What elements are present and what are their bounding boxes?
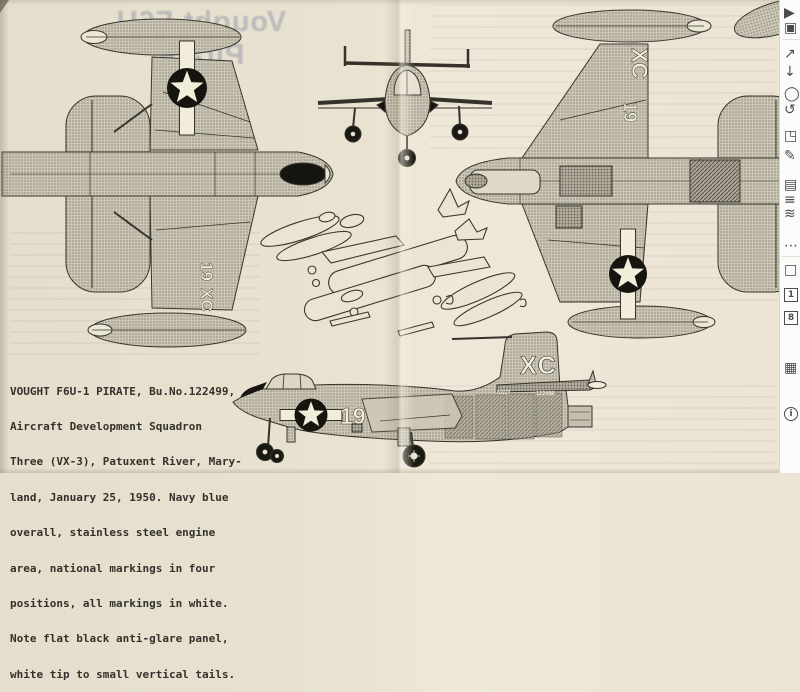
bu-number: 122499	[536, 391, 554, 397]
left-wing-number: 19	[197, 262, 216, 281]
frame-icon[interactable]: ▤	[784, 177, 798, 193]
draw-icon[interactable]: ✎	[784, 148, 796, 164]
adjust-icon[interactable]: ≡	[784, 192, 796, 208]
front-view-drawing	[317, 29, 493, 167]
caption-line: Three (VX-3), Patuxent River, Mary-	[10, 455, 242, 469]
page-eight-icon[interactable]: 8	[784, 311, 798, 325]
caption-line: land, January 25, 1950. Navy blue	[10, 490, 229, 504]
right-wing-code: XC	[627, 48, 652, 79]
caption-line: positions, all markings in white.	[10, 596, 229, 610]
video-icon[interactable]: ▶	[784, 5, 795, 21]
insignia-top-view	[167, 40, 207, 136]
caption-line: Note flat black anti-glare panel,	[10, 632, 229, 646]
crop-icon[interactable]: ◳	[784, 128, 798, 144]
page-one-icon[interactable]: 1	[784, 288, 798, 302]
side-view-drawing: XC NAVY 122499 19	[232, 331, 607, 468]
caption-line: overall, stainless steel engine	[10, 526, 216, 540]
insignia-side-view	[279, 398, 343, 432]
page-corner-mark	[0, 0, 9, 13]
navy-label: NAVY	[497, 390, 511, 396]
left-wing-code: XC	[197, 288, 216, 312]
selection-icon[interactable]: ◯	[784, 86, 800, 102]
save-icon[interactable]: ↓	[784, 64, 796, 80]
top-view-drawing: 19 XC	[0, 18, 334, 348]
bottom-view-drawing: XC 19	[455, 0, 800, 339]
camera-icon[interactable]: ▣	[784, 20, 798, 36]
caption-line: Aircraft Development Squadron	[10, 419, 203, 433]
square-icon[interactable]: □	[784, 262, 798, 278]
image-icon[interactable]: ▦	[784, 360, 798, 376]
page-edge-left	[0, 0, 9, 473]
caption-line: white tip to small vertical tails.	[10, 667, 236, 681]
photo-viewer-toolbar: ▶ ▣ ↗ ↓ ◯ ↺ ◳ ✎ ▤ ≡ ≋ ⋯ □ 1 8 ▦ i	[779, 0, 800, 473]
caption-line: VOUGHT F6U-1 PIRATE, Bu.No.122499,	[10, 384, 236, 398]
right-wing-number: 19	[620, 102, 640, 122]
exploded-parts-drawing	[260, 187, 527, 337]
tail-code: XC	[520, 352, 557, 380]
tune-icon[interactable]: ⋯	[784, 238, 798, 254]
insignia-bottom-view	[609, 228, 647, 320]
aircraft-drawings: 19 XC	[0, 0, 800, 468]
rotate-icon[interactable]: ↺	[784, 102, 796, 118]
info-icon[interactable]: i	[784, 407, 798, 421]
caption-block: VOUGHT F6U-1 PIRATE, Bu.No.122499, Aircr…	[10, 362, 242, 692]
toolbar-divider	[782, 256, 800, 257]
toolbar-divider	[782, 39, 800, 40]
filter-icon[interactable]: ≋	[784, 206, 796, 222]
page-edge-top	[0, 0, 800, 5]
caption-line: area, national markings in four	[10, 561, 216, 575]
share-icon[interactable]: ↗	[784, 46, 796, 62]
